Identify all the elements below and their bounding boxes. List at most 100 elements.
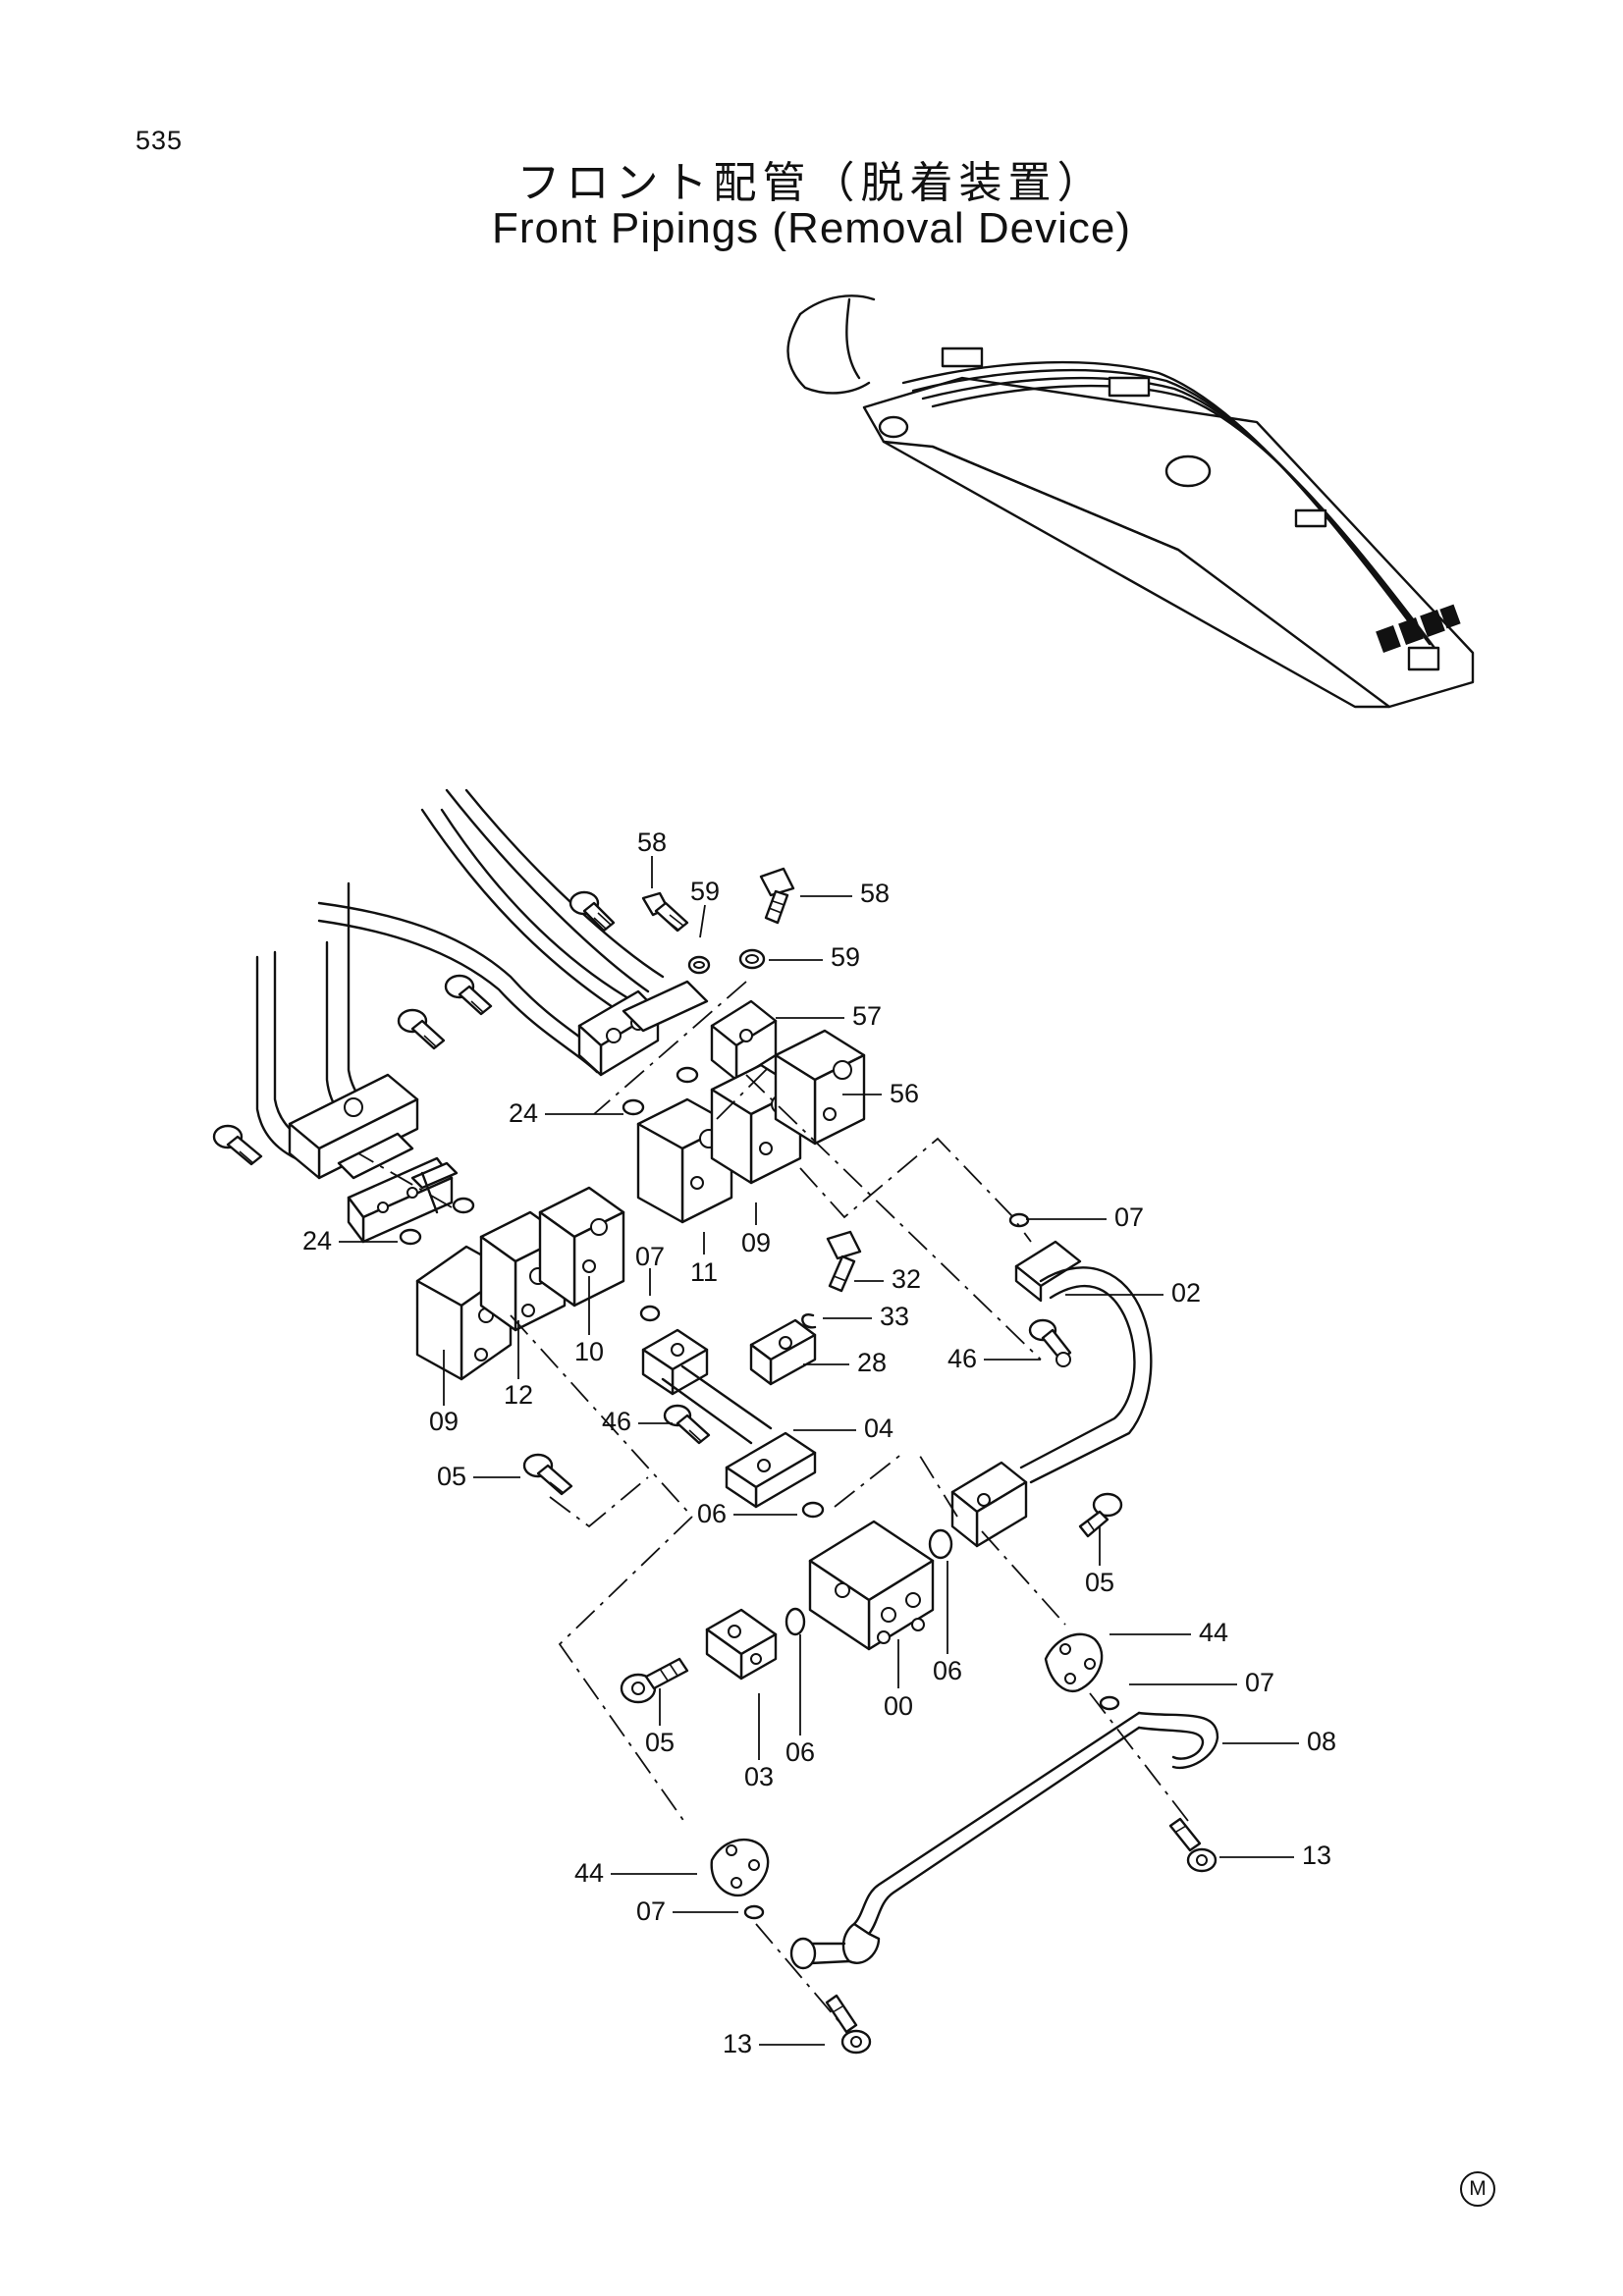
- callout-56: 56: [842, 1079, 919, 1108]
- part-number-label: 06: [933, 1656, 962, 1685]
- bolt-13-right: [1168, 1817, 1217, 1873]
- callout-00: 00: [884, 1639, 913, 1721]
- callout-13: 13: [723, 2029, 825, 2058]
- part-number-label: 32: [892, 1264, 921, 1294]
- part-number-label: 13: [723, 2029, 752, 2058]
- pipe-02: [928, 1212, 1153, 1560]
- part-number-label: 10: [574, 1337, 604, 1366]
- part-number-label: 59: [690, 877, 720, 906]
- callout-32: 32: [854, 1264, 921, 1294]
- bolt-32: [826, 1230, 862, 1293]
- part-number-label: 03: [744, 1762, 774, 1791]
- bolt-upper-3: [397, 1008, 446, 1050]
- boom-overview-illustration: [786, 294, 1475, 709]
- callout-57: 57: [776, 1001, 882, 1031]
- part-number-label: 05: [437, 1462, 466, 1491]
- part-number-label: 44: [574, 1858, 604, 1888]
- callout-12: 12: [504, 1320, 533, 1410]
- bolt-05-left: [522, 1453, 573, 1496]
- part-number-label: 07: [1114, 1202, 1144, 1232]
- callout-46: 46: [947, 1344, 1041, 1373]
- bolts: [212, 867, 1217, 2055]
- part-number-label: 00: [884, 1691, 913, 1721]
- bolt-13-lower: [825, 1994, 872, 2055]
- upper-blocks: [577, 948, 866, 1224]
- callout-07: 07: [635, 1242, 665, 1296]
- callout-05: 05: [437, 1462, 520, 1491]
- callout-59: 59: [690, 877, 720, 938]
- bolt-58-left: [641, 891, 689, 933]
- callout-44: 44: [1109, 1618, 1228, 1647]
- part-number-label: 59: [831, 942, 860, 972]
- part-number-label: 24: [509, 1098, 538, 1128]
- part-number-label: 04: [864, 1414, 893, 1443]
- pipe-08: [710, 1632, 1219, 1970]
- lower-block-00: [705, 1520, 935, 1681]
- page-title-japanese: フロント配管（脱着装置）: [516, 158, 1107, 208]
- part-number-label: 46: [947, 1344, 977, 1373]
- part-number-label: 06: [697, 1499, 727, 1528]
- callout-58: 58: [637, 828, 667, 888]
- callout-10: 10: [574, 1276, 604, 1366]
- part-number-label: 58: [860, 879, 890, 908]
- part-number-label: 08: [1307, 1727, 1336, 1756]
- part-number-label: 44: [1199, 1618, 1228, 1647]
- callout-06: 06: [697, 1499, 797, 1528]
- part-number-label: 56: [890, 1079, 919, 1108]
- callout-33: 33: [823, 1302, 909, 1331]
- callout-leader-line: [699, 904, 706, 938]
- removal-device-highlight: [1376, 604, 1461, 671]
- part-number-label: 06: [785, 1737, 815, 1767]
- callout-07: 07: [1026, 1202, 1144, 1232]
- callout-06: 06: [785, 1634, 815, 1767]
- callout-07: 07: [636, 1896, 738, 1926]
- part-number-label: 05: [1085, 1568, 1114, 1597]
- bolt-upper-1: [568, 890, 616, 933]
- assembly-guide-lines: [357, 981, 1189, 2023]
- part-number-label: 46: [602, 1407, 631, 1436]
- page-number: 535: [135, 126, 184, 155]
- callout-09: 09: [429, 1350, 459, 1436]
- callout-layer: 58 59 58 59 57 56 24 24 07 07 11 09 02 32 33 28 10 46 12 09…: [302, 828, 1336, 2058]
- callout-44: 44: [574, 1858, 697, 1888]
- pipe-04-assembly: [641, 1313, 825, 1519]
- callout-06: 06: [933, 1561, 962, 1685]
- callout-59: 59: [769, 942, 860, 972]
- callout-07: 07: [1129, 1668, 1274, 1697]
- part-number-label: 09: [429, 1407, 459, 1436]
- callout-09: 09: [741, 1202, 771, 1257]
- callout-04: 04: [793, 1414, 893, 1443]
- part-number-label: 13: [1302, 1841, 1331, 1870]
- part-number-label: 07: [635, 1242, 665, 1271]
- bolt-upper-2: [444, 974, 493, 1016]
- callout-02: 02: [1065, 1278, 1201, 1308]
- bolt-05-right: [1078, 1492, 1123, 1538]
- bolt-upper-4: [212, 1124, 263, 1166]
- part-number-label: 33: [880, 1302, 909, 1331]
- part-number-label: 02: [1171, 1278, 1201, 1308]
- part-number-label: 57: [852, 1001, 882, 1031]
- callout-24: 24: [302, 1226, 398, 1255]
- callout-58: 58: [800, 879, 890, 908]
- bolt-46-left: [663, 1404, 711, 1445]
- part-number-label: 05: [645, 1728, 675, 1757]
- bolt-58-right: [759, 867, 795, 925]
- callout-28: 28: [803, 1348, 887, 1377]
- bolt-05-lower: [620, 1657, 689, 1704]
- callout-24: 24: [509, 1098, 623, 1128]
- left-lower-blocks: [399, 1186, 661, 1381]
- part-number-label: 28: [857, 1348, 887, 1377]
- part-number-label: 07: [1245, 1668, 1274, 1697]
- part-number-label: 09: [741, 1228, 771, 1257]
- callout-46: 46: [602, 1407, 673, 1436]
- part-number-label: 12: [504, 1380, 533, 1410]
- callout-05: 05: [1085, 1526, 1114, 1597]
- callout-03: 03: [744, 1693, 774, 1791]
- left-blocks-assembly: [288, 1073, 459, 1244]
- callout-08: 08: [1222, 1727, 1336, 1756]
- manufacturer-mark: M: [1460, 2171, 1495, 2207]
- callout-11: 11: [690, 1232, 718, 1287]
- bolt-46-right: [1028, 1318, 1072, 1367]
- part-number-label: 07: [636, 1896, 666, 1926]
- part-number-label: 24: [302, 1226, 332, 1255]
